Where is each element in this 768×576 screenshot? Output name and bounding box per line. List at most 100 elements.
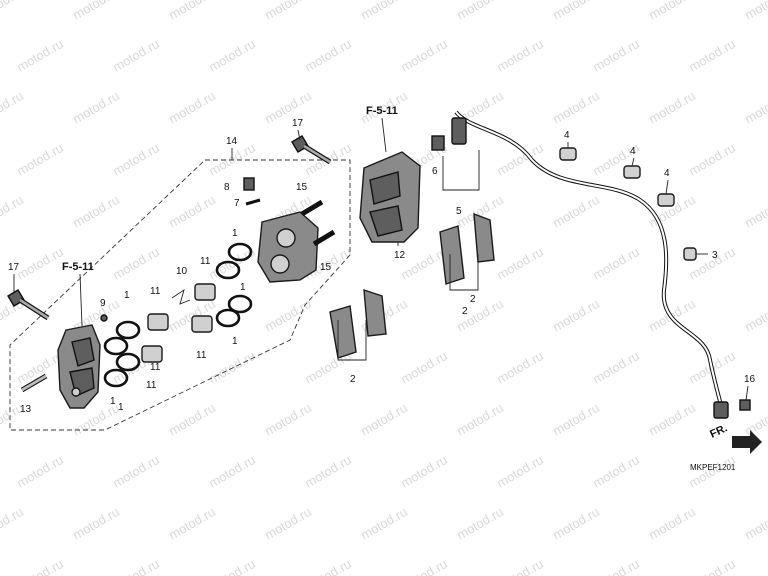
watermark-text: motod.ru (358, 400, 410, 439)
watermark-text: motod.ru (14, 140, 66, 179)
callout-4c[interactable]: 4 (664, 168, 670, 179)
left-caliper-bolt (7, 289, 50, 321)
callout-11e[interactable]: 11 (150, 362, 161, 373)
watermark-text: motod.ru (742, 296, 768, 335)
watermark-text: motod.ru (166, 192, 218, 231)
watermark-text: motod.ru (398, 36, 450, 75)
watermark-text: motod.ru (262, 0, 314, 23)
callout-11b[interactable]: 11 (146, 380, 157, 391)
callout-13[interactable]: 13 (20, 404, 32, 415)
watermark-text: motod.ru (454, 504, 506, 543)
watermark-text: motod.ru (398, 348, 450, 387)
watermark-text: motod.ru (398, 452, 450, 491)
callout-6[interactable]: 6 (432, 166, 438, 177)
watermark-text: motod.ru (14, 452, 66, 491)
front-arrow-label: FR. (708, 422, 729, 440)
callout-labels: F-5-11 F-5-11 MKPEF1201 FR. 1 1 1 1 1 1 … (8, 105, 756, 472)
watermark-text: motod.ru (742, 504, 768, 543)
watermark-text: motod.ru (166, 504, 218, 543)
watermark-text: motod.ru (262, 88, 314, 127)
callout-2b[interactable]: 2 (350, 374, 356, 385)
callout-11d[interactable]: 11 (196, 350, 207, 361)
watermark-text: motod.ru (494, 36, 546, 75)
watermark-text: motod.ru (494, 556, 546, 576)
ref-label-left[interactable]: F-5-11 (62, 261, 94, 273)
callout-4a[interactable]: 4 (564, 130, 570, 141)
watermark-text: motod.ru (454, 0, 506, 23)
watermark-text: motod.ru (646, 400, 698, 439)
watermark-text: motod.ru (590, 556, 642, 576)
callout-17a[interactable]: 17 (292, 118, 304, 129)
watermark-text: motod.ru (166, 400, 218, 439)
watermark-text: motod.ru (70, 0, 122, 23)
callout-8[interactable]: 8 (224, 182, 230, 193)
ref-label-upper[interactable]: F-5-11 (366, 105, 398, 117)
callout-1d[interactable]: 1 (232, 336, 238, 347)
watermark-text: motod.ru (166, 0, 218, 23)
right-caliper-assembly (359, 151, 421, 243)
watermark-text: motod.ru (550, 400, 602, 439)
piston-seals-right (215, 242, 253, 328)
plug-9 (100, 314, 108, 322)
callout-17b[interactable]: 17 (8, 262, 20, 273)
callout-11c[interactable]: 11 (200, 256, 211, 267)
callout-1a[interactable]: 1 (124, 290, 130, 301)
watermark-text: motod.ru (166, 88, 218, 127)
callout-16[interactable]: 16 (744, 374, 756, 385)
watermark-text: motod.ru (646, 88, 698, 127)
bleed-valve (245, 198, 261, 206)
watermark-text: motod.ru (550, 88, 602, 127)
callout-5[interactable]: 5 (456, 206, 462, 217)
watermark-text: motod.ru (358, 0, 410, 23)
watermark-text: motod.ru (358, 504, 410, 543)
sensor-bolt (739, 399, 751, 411)
callout-15b[interactable]: 15 (320, 262, 332, 273)
callout-2c[interactable]: 2 (470, 294, 476, 305)
sensor-connector (431, 135, 445, 151)
watermark-text: motod.ru (302, 36, 354, 75)
diagram-code: MKPEF1201 (690, 463, 736, 472)
watermark-text: motod.ru (494, 348, 546, 387)
watermark-text: motod.ru (686, 140, 738, 179)
abs-sensor-cable (451, 110, 729, 419)
watermark-text: motod.ru (742, 88, 768, 127)
watermark-text: motod.ru (494, 452, 546, 491)
callout-4b[interactable]: 4 (630, 146, 636, 157)
bracket-5 (442, 150, 480, 191)
piston-seals-left (103, 320, 141, 388)
watermark-text: motod.ru (550, 192, 602, 231)
watermark-text: motod.ru (590, 348, 642, 387)
callout-1c[interactable]: 1 (232, 228, 238, 239)
caliper-pin-13 (20, 373, 48, 393)
bracket-2-upper (449, 254, 479, 291)
callout-12[interactable]: 12 (394, 250, 406, 261)
watermark-text: motod.ru (590, 244, 642, 283)
watermark-text: motod.ru (262, 296, 314, 335)
watermark-text: motod.ru (70, 192, 122, 231)
callout-1f[interactable]: 1 (240, 282, 246, 293)
callout-14[interactable]: 14 (226, 136, 238, 147)
callout-10[interactable]: 10 (176, 266, 188, 277)
callout-3[interactable]: 3 (712, 250, 718, 261)
callout-11a[interactable]: 11 (150, 286, 161, 297)
watermark-text: motod.ru (398, 556, 450, 576)
callout-15a[interactable]: 15 (296, 182, 308, 193)
watermark-text: motod.ru (742, 192, 768, 231)
callout-1e[interactable]: 1 (110, 396, 116, 407)
pad-spring-10 (171, 288, 191, 305)
watermark-text: motod.ru (14, 36, 66, 75)
upper-caliper-bolt (291, 135, 332, 165)
watermark-text: motod.ru (742, 0, 768, 23)
watermark-text: motod.ru (14, 556, 66, 576)
watermark-text: motod.ru (206, 36, 258, 75)
callout-9[interactable]: 9 (100, 298, 106, 309)
callout-2a[interactable]: 2 (462, 306, 468, 317)
watermark-text: motod.ru (262, 504, 314, 543)
callout-1b[interactable]: 1 (118, 402, 124, 413)
watermark-text: motod.ru (0, 0, 26, 23)
callout-7[interactable]: 7 (234, 198, 240, 209)
watermark-text: motod.ru (590, 36, 642, 75)
watermark-text: motod.ru (70, 88, 122, 127)
watermark-text: motod.ru (646, 0, 698, 23)
front-arrow-icon (732, 430, 762, 454)
